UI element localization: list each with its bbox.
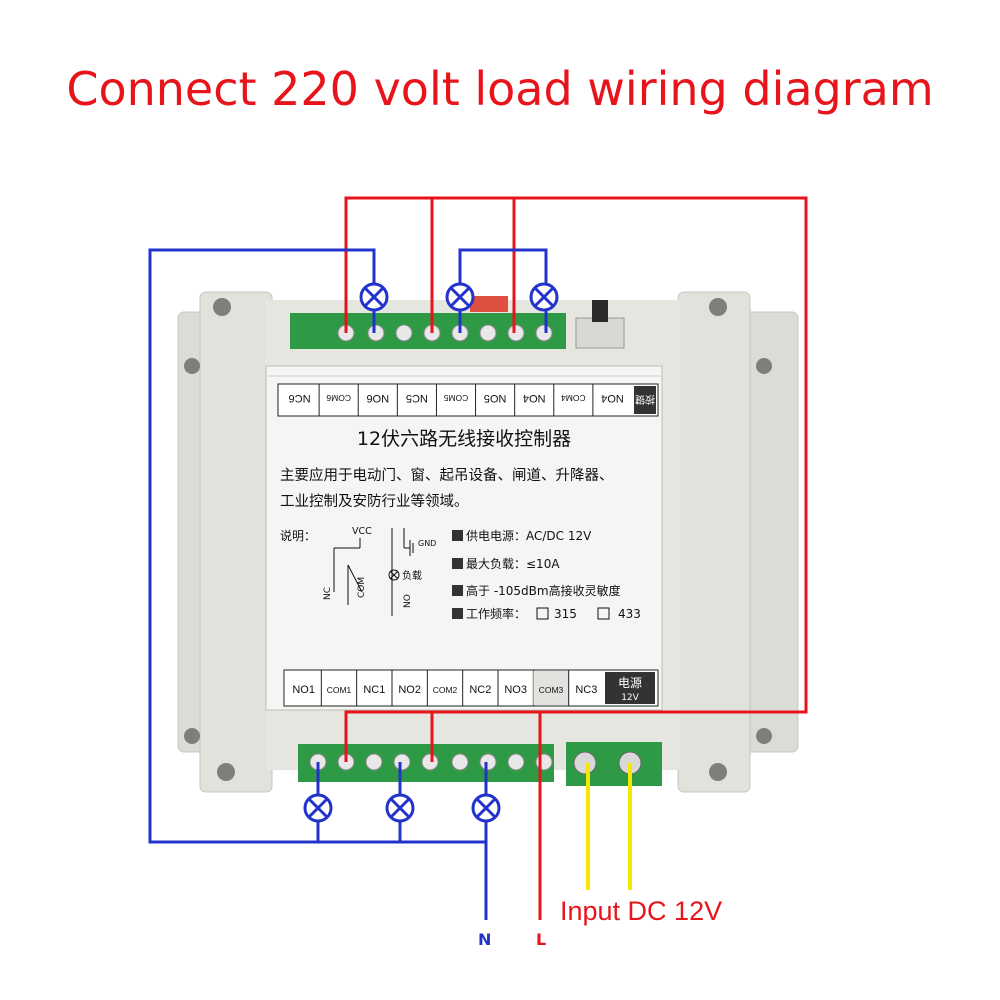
top-terminal-label: COM6 [326,393,351,403]
terminal-screw [535,324,553,342]
bottom-terminal-block [298,742,662,786]
spec-max-load: 最大负载：≤10A [466,557,560,571]
bottom-terminal-label: COM3 [539,685,564,695]
terminal-screw [479,324,497,342]
top-terminal-label: NC6 [289,392,311,404]
spec-power: 供电电源：AC/DC 12V [466,529,592,543]
spec-sensitivity: 高于 -105dBm高接收灵敏度 [466,583,621,598]
freq-315-checkbox [536,607,549,620]
terminal-screw [393,753,411,771]
reset-button [592,300,608,322]
diagram-title: Connect 220 volt load wiring diagram [66,62,934,116]
bottom-terminal-label: NO3 [504,684,527,696]
legend-title: 说明： [280,528,316,543]
input-dc-label: Input DC 12V [560,896,723,926]
description-line-2: 工业控制及安防行业等领域。 [280,492,469,510]
bottom-terminal-label: NO1 [292,684,315,696]
terminal-screw [367,324,385,342]
top-terminal-label: COM4 [561,393,586,403]
neutral-label: N [478,930,492,949]
bottom-terminal-label: NO2 [398,684,421,696]
product-name: 12伏六路无线接收控制器 [357,428,571,450]
wires [148,196,808,920]
freq-433: 433 [618,607,641,621]
bottom-terminal-label: COM1 [327,685,352,695]
top-terminal-label: NO4 [601,392,624,404]
terminal-screw [395,324,413,342]
spec-frequency-label: 工作频率： [466,606,526,621]
top-terminal-label: COM5 [443,393,468,403]
legend-vcc: VCC [352,526,372,537]
power-voltage: 12V [621,693,639,703]
power-label: 电源 [618,676,642,690]
terminal-screw [421,753,439,771]
legend-schematic: 说明： VCC NC COM GND 负载 NO [280,526,436,616]
wire [344,196,808,762]
description-line-1: 主要应用于电动门、窗、起吊设备、闸道、升降器、 [280,466,614,484]
live-label: L [536,930,547,949]
wire [148,248,488,920]
legend-gnd: GND [418,539,436,548]
terminal-screw [507,753,525,771]
legend-load: 负载 [402,569,422,582]
button-label: 按键 [635,393,655,406]
top-terminal-label: NO4 [523,392,546,404]
legend-nc: NC [323,587,333,600]
bottom-terminal-label: NC2 [469,684,491,696]
bottom-terminal-label: NC3 [575,684,597,696]
terminal-screw [535,753,553,771]
freq-315: 315 [554,607,577,621]
freq-433-checkbox [597,607,610,620]
bottom-terminal-label: NC1 [363,684,385,696]
top-terminal-label: NO6 [366,392,389,404]
top-terminal-block [290,296,625,349]
legend-load-icon [388,569,400,581]
top-terminal-label: NO5 [484,392,507,404]
legend-no: NO [403,594,413,608]
legend-com: COM [357,577,367,598]
terminal-screw [479,753,497,771]
top-terminal-label: NC5 [406,392,428,404]
terminal-screw [365,753,383,771]
power-terminal-screw [573,751,597,775]
terminal-screw [507,324,525,342]
lamps [303,282,559,823]
terminal-screw [451,753,469,771]
spec-list: 供电电源：AC/DC 12V 最大负载：≤10A 高于 -105dBm高接收灵敏… [452,529,641,621]
bottom-terminal-label: COM2 [433,685,458,695]
